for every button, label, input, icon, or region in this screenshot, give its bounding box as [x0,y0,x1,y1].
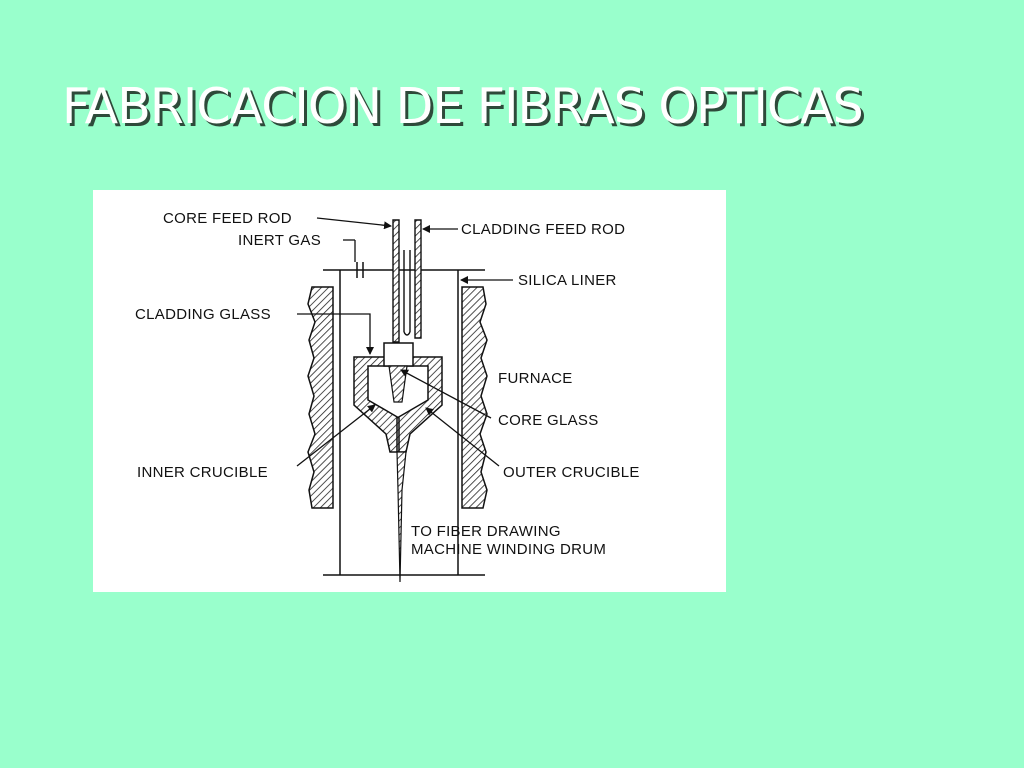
leader-core-glass [400,369,492,419]
label-machine-winding-drum: MACHINE WINDING DRUM [411,541,606,558]
leader-cladding-glass [297,313,374,355]
label-core-glass: CORE GLASS [498,412,599,429]
label-inner-crucible: INNER CRUCIBLE [137,464,268,481]
fiber-crucible-diagram: CORE FEED ROD INERT GAS CLADDING FEED RO… [135,210,640,583]
label-to-fiber-drawing: TO FIBER DRAWING [411,523,561,540]
cladding-feed-rod [414,219,422,339]
diagram-panel: CORE FEED ROD INERT GAS CLADDING FEED RO… [93,190,726,592]
furnace-wall-left [307,286,334,509]
label-cladding-glass: CLADDING GLASS [135,306,271,323]
label-core-feed-rod: CORE FEED ROD [163,210,292,227]
furnace-wall-right [461,286,488,509]
inner-crucible [383,342,414,367]
feed-tube-bottom [403,331,411,336]
core-feed-rod [392,219,400,343]
label-inert-gas: INERT GAS [238,232,321,249]
label-furnace: FURNACE [498,370,573,387]
label-cladding-feed-rod: CLADDING FEED ROD [461,221,625,238]
fiber-strand [396,451,407,583]
slide-title: FABRICACION DE FIBRAS OPTICAS [62,78,864,135]
leader-core-feed-rod [316,217,392,230]
leader-outer-crucible [425,407,500,467]
label-outer-crucible: OUTER CRUCIBLE [503,464,640,481]
leader-inner-crucible [296,404,376,467]
label-silica-liner: SILICA LINER [518,272,617,289]
